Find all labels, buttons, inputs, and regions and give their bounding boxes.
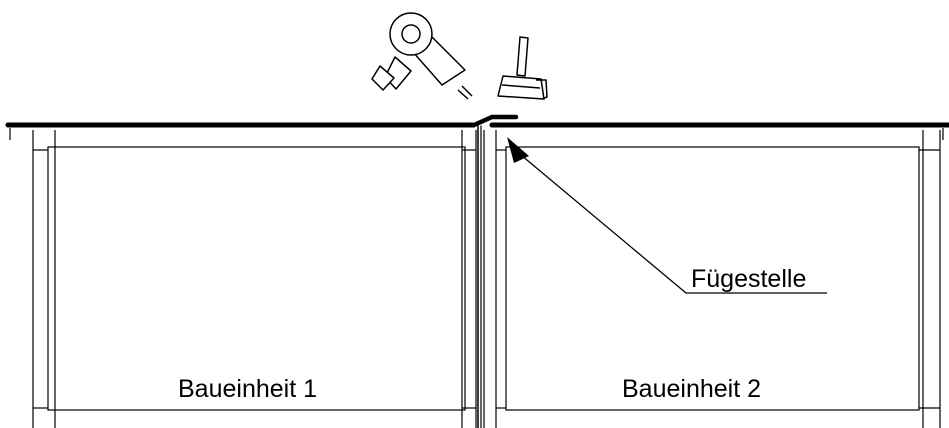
building-unit-2 [483, 128, 944, 428]
building-unit-1 [9, 128, 477, 428]
roof-membrane [5, 114, 949, 428]
unit-2-label: Baueinheit 2 [622, 375, 761, 403]
joint-label: Fügestelle [691, 265, 806, 293]
pressure-roller-icon [497, 36, 548, 100]
joint-leader-arrow [507, 137, 827, 294]
unit-1-label: Baueinheit 1 [178, 375, 317, 403]
heat-gun-icon [371, 12, 473, 100]
